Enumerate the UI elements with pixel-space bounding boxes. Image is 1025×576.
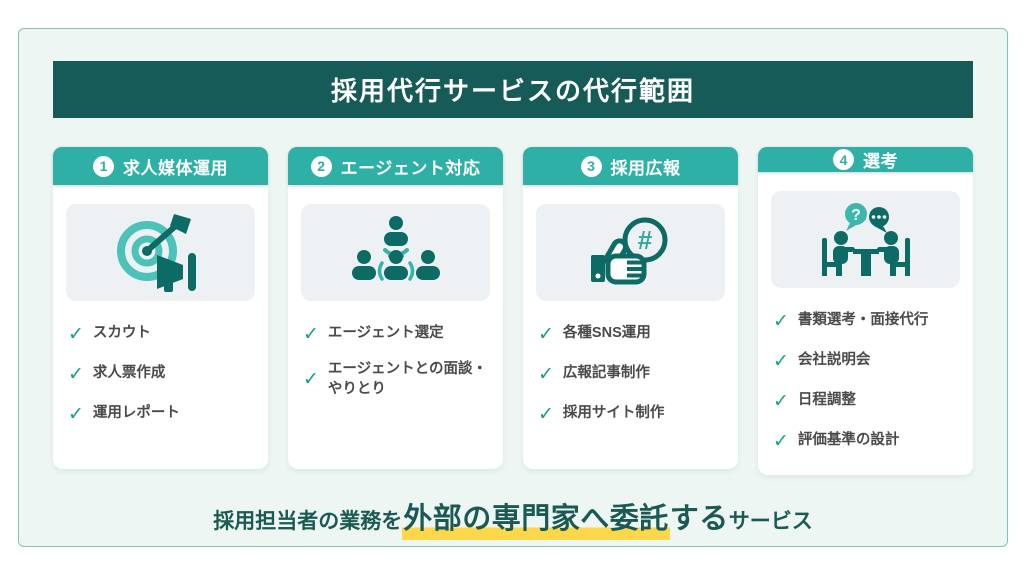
check-icon: ✓ [773,430,789,452]
icon-box-4: ? [771,191,960,288]
icon-box-1 [66,204,255,301]
list-item: ✓ エージェント選定 [303,323,444,345]
number-badge-4: 4 [833,149,854,170]
icon-box-3: # [536,204,725,301]
check-icon: ✓ [68,323,84,345]
number-badge-3: 3 [580,155,602,177]
list-item: ✓ 求人票作成 [68,363,166,385]
item-list-4: ✓ 書類選考・面接代行 ✓ 会社説明会 ✓ 日程調整 ✓ 評価基準の設計 [771,307,960,455]
list-item: ✓ 運用レポート [68,403,180,425]
column-agent: 2 エージェント対応 [288,147,503,469]
item-list-2: ✓ エージェント選定 ✓ エージェントとの面談・やりとり [301,320,490,399]
column-body-1: ✓ スカウト ✓ 求人票作成 ✓ 運用レポート [53,185,268,469]
check-icon: ✓ [538,403,554,425]
list-item: ✓ エージェントとの面談・やりとり [303,361,487,397]
page-title: 採用代行サービスの代行範囲 [330,76,695,106]
check-icon: ✓ [538,323,554,345]
meeting-table-icon: ? [821,202,910,276]
number-badge-2: 2 [310,155,332,177]
summary-highlight: 外部の専門家へ委託 [402,495,670,540]
icon-box-2 [301,204,490,301]
item-list-1: ✓ スカウト ✓ 求人票作成 ✓ 運用レポート [66,320,255,428]
check-icon: ✓ [773,310,789,332]
title-banner: 採用代行サービスの代行範囲 [53,61,973,118]
summary-statement: 採用担当者の業務を外部の専門家へ委託するサービス [19,495,1007,540]
summary-verb: する [669,503,729,535]
svg-text:#: # [637,225,652,255]
column-title-3: 採用広報 [610,158,681,178]
column-title-1: 求人媒体運用 [123,158,228,178]
column-body-2: ✓ エージェント選定 ✓ エージェントとの面談・やりとり [288,185,503,469]
column-header-1: 1 求人媒体運用 [53,147,268,185]
column-job-media: 1 求人媒体運用 [53,147,268,469]
check-icon: ✓ [773,390,789,412]
check-icon: ✓ [538,363,554,385]
column-selection: 4 選考 ? [758,147,973,475]
column-title-2: エージェント対応 [340,158,481,178]
svg-text:?: ? [851,207,861,224]
list-item: ✓ 評価基準の設計 [773,430,900,452]
target-megaphone-icon [116,213,196,292]
summary-suffix: サービス [728,510,813,533]
list-item: ✓ 会社説明会 [773,350,871,372]
list-item: ✓ 各種SNS運用 [538,323,651,345]
number-badge-1: 1 [93,155,114,177]
check-icon: ✓ [68,363,84,385]
check-icon: ✓ [68,403,84,425]
infographic-card: 採用代行サービスの代行範囲 1 求人媒体運用 [18,28,1008,547]
list-item: ✓ 書類選考・面接代行 [773,310,929,332]
people-network-icon [351,215,440,281]
column-header-4: 4 選考 [758,147,973,172]
service-columns: 1 求人媒体運用 [53,147,973,475]
list-item: ✓ 採用サイト制作 [538,403,665,425]
column-title-4: 選考 [863,152,898,171]
column-pr: 3 採用広報 # [523,147,738,469]
check-icon: ✓ [303,323,319,345]
column-body-4: ? [758,172,973,475]
list-item: ✓ 広報記事制作 [538,363,650,385]
list-item: ✓ スカウト [68,323,151,345]
column-header-2: 2 エージェント対応 [288,147,503,185]
check-icon: ✓ [773,350,789,372]
thumbsup-hashtag-icon: # [590,217,667,284]
check-icon: ✓ [303,369,319,391]
column-header-3: 3 採用広報 [523,147,738,185]
column-body-3: # ✓ 各種SNS運用 [523,185,738,469]
item-list-3: ✓ 各種SNS運用 ✓ 広報記事制作 ✓ 採用サイト制作 [536,320,725,428]
summary-prefix: 採用担当者の業務を [213,510,403,533]
list-item: ✓ 日程調整 [773,390,856,412]
